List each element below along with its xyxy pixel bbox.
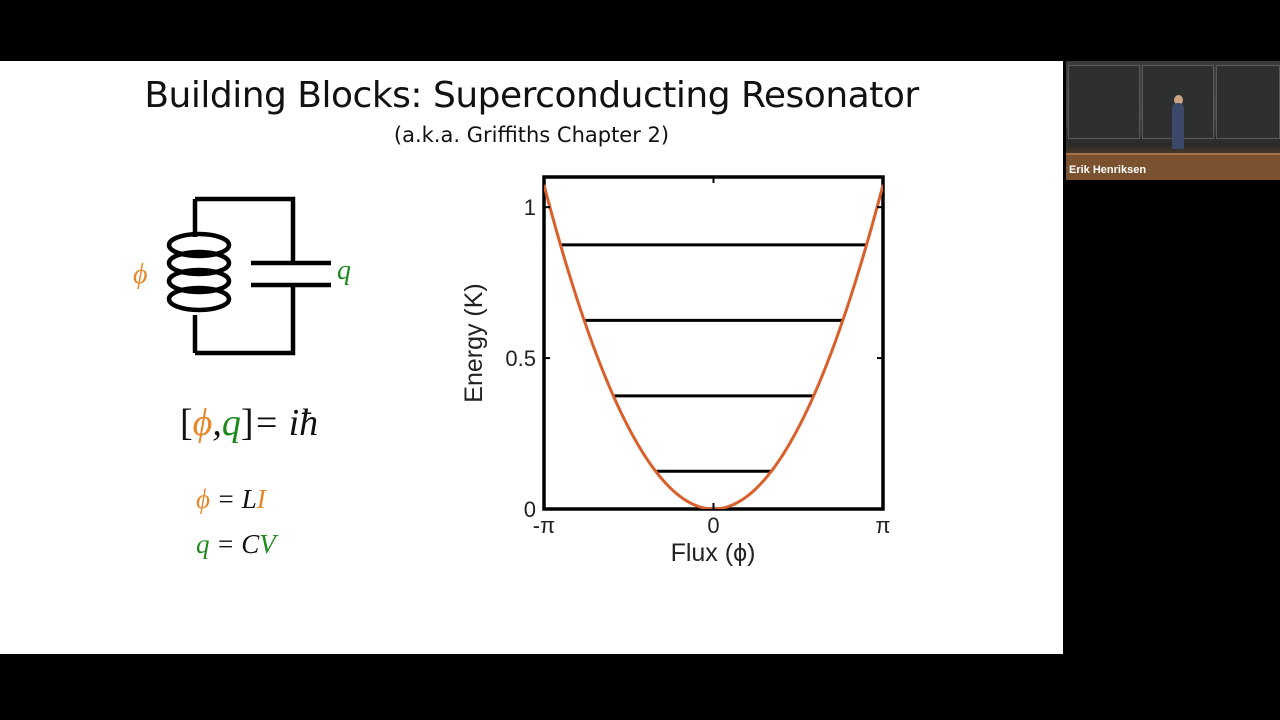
capacitor-charge-label: q <box>337 255 351 286</box>
bracket-close: ] <box>240 402 254 444</box>
x-axis-label: Flux (ϕ) <box>671 539 756 567</box>
energy-levels <box>560 243 867 473</box>
chalkboard-left <box>1068 65 1140 139</box>
lc-circuit-diagram: ϕ q <box>133 196 351 356</box>
commutator-q: q <box>221 402 241 444</box>
x-tick-label-0: -π <box>533 513 556 538</box>
slide-subtitle: (a.k.a. Griffiths Chapter 2) <box>393 123 670 147</box>
circuit-wire-bottom <box>195 285 296 356</box>
flux-equation-current: I <box>256 484 266 514</box>
commutator-comma: , <box>212 402 222 444</box>
bracket-open: [ <box>180 402 193 444</box>
commutator-rhs: = iħ <box>253 402 319 444</box>
webcam-video[interactable] <box>1066 61 1280 180</box>
charge-equation: q = CV <box>196 529 276 560</box>
charge-equation-lhs: q <box>196 529 210 559</box>
charge-equation-voltage: V <box>259 529 276 559</box>
flux-equation: ϕ = LI <box>196 484 266 515</box>
commutator-phi: ϕ <box>192 402 213 444</box>
chalkboard-right <box>1216 65 1280 139</box>
y-tick-label-0: 0 <box>524 497 536 522</box>
plot-frame <box>542 175 885 511</box>
charge-equation-rhs: = C <box>216 529 260 559</box>
potential-curve <box>544 184 883 509</box>
slide-title: Building Blocks: Superconducting Resonat… <box>144 75 919 116</box>
slide: Building Blocks: Superconducting Resonat… <box>0 61 1063 654</box>
inductor-flux-label: ϕ <box>133 259 148 290</box>
y-tick-label-2: 1 <box>524 195 536 220</box>
inductor-coil <box>166 231 232 313</box>
presenter <box>1172 103 1184 149</box>
y-tick-label-1: 0.5 <box>505 346 536 371</box>
circuit-wire-top <box>195 196 296 263</box>
flux-equation-lhs: ϕ <box>196 484 210 514</box>
commutator-equation: [ϕ,q]= iħ <box>180 401 318 445</box>
lecture-desk <box>1066 153 1280 180</box>
participant-name: Erik Henriksen <box>1069 164 1147 176</box>
y-axis-label: Energy (K) <box>460 283 488 402</box>
x-tick-label-2: π <box>875 513 890 538</box>
presenter-head <box>1174 95 1183 105</box>
x-tick-label-1: 0 <box>707 513 719 538</box>
flux-equation-rhs: = L <box>216 484 257 514</box>
